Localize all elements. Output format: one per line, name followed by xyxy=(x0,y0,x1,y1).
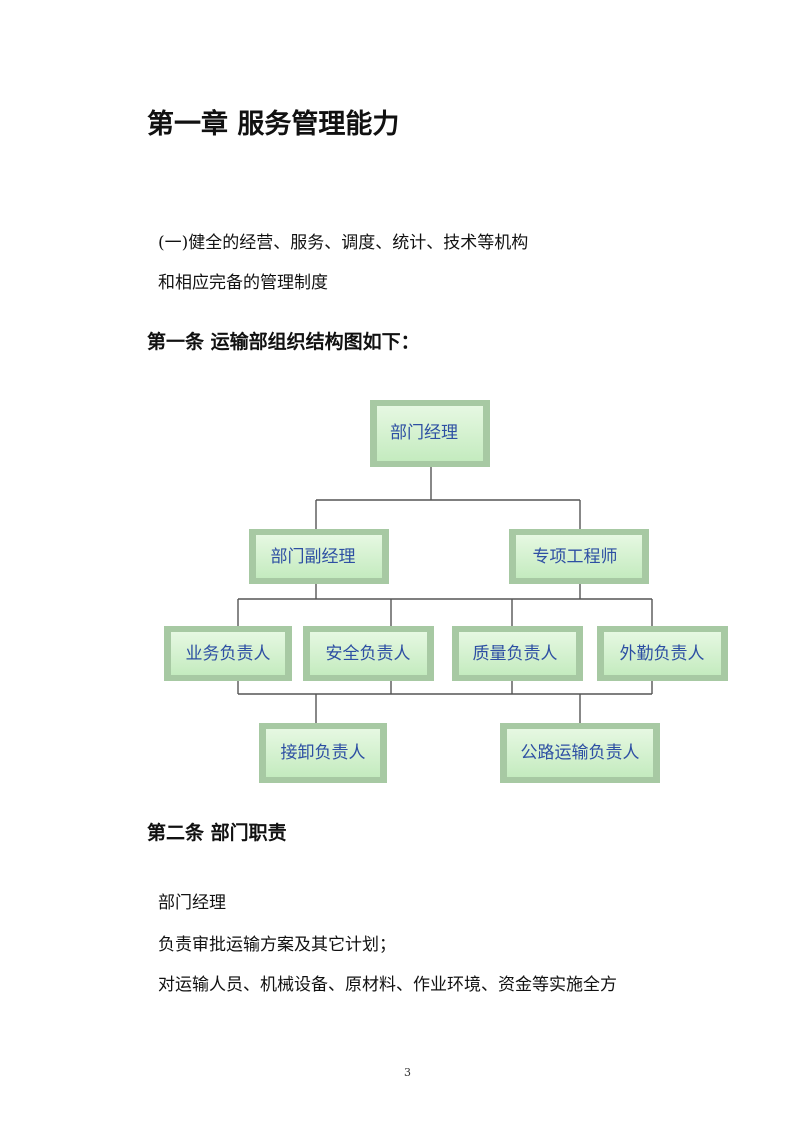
org-box-quality-lead-label: 质量负责人 xyxy=(473,644,558,664)
article-2-heading: 第二条 部门职责 xyxy=(147,822,287,844)
article-1-heading: 第一条 运输部组织结构图如下： xyxy=(147,331,420,353)
org-box-business-lead: 业务负责人 xyxy=(164,626,292,681)
chapter-title: 第一章 服务管理能力 xyxy=(147,109,400,140)
duty-line-1: 负责审批运输方案及其它计划； xyxy=(158,935,396,955)
org-box-deputy-manager: 部门副经理 xyxy=(249,529,389,584)
page-number: 3 xyxy=(404,1066,411,1079)
org-box-road-transport-lead-label: 公路运输负责人 xyxy=(521,743,640,763)
org-box-special-engineer: 专项工程师 xyxy=(509,529,649,584)
duty-line-2: 对运输人员、机械设备、原材料、作业环境、资金等实施全方 xyxy=(158,975,617,995)
org-chart-connectors xyxy=(237,467,653,723)
org-box-root-label: 部门经理 xyxy=(390,423,458,443)
intro-line-2: 和相应完备的管理制度 xyxy=(158,273,328,293)
org-box-road-transport-lead: 公路运输负责人 xyxy=(500,723,660,783)
intro-line-1: (一)健全的经营、服务、调度、统计、技术等机构 xyxy=(158,233,529,253)
org-box-safety-lead: 安全负责人 xyxy=(303,626,434,681)
org-box-field-lead-label: 外勤负责人 xyxy=(620,644,705,664)
org-box-safety-lead-label: 安全负责人 xyxy=(326,644,411,664)
org-box-business-lead-label: 业务负责人 xyxy=(186,644,271,664)
org-box-quality-lead: 质量负责人 xyxy=(452,626,583,681)
org-box-special-engineer-label: 专项工程师 xyxy=(533,547,618,567)
dept-manager-label: 部门经理 xyxy=(158,893,226,913)
org-box-root: 部门经理 xyxy=(370,400,490,467)
org-box-unloading-lead-label: 接卸负责人 xyxy=(281,743,366,763)
org-box-deputy-manager-label: 部门副经理 xyxy=(271,547,356,567)
org-box-unloading-lead: 接卸负责人 xyxy=(259,723,387,783)
org-box-field-lead: 外勤负责人 xyxy=(597,626,728,681)
